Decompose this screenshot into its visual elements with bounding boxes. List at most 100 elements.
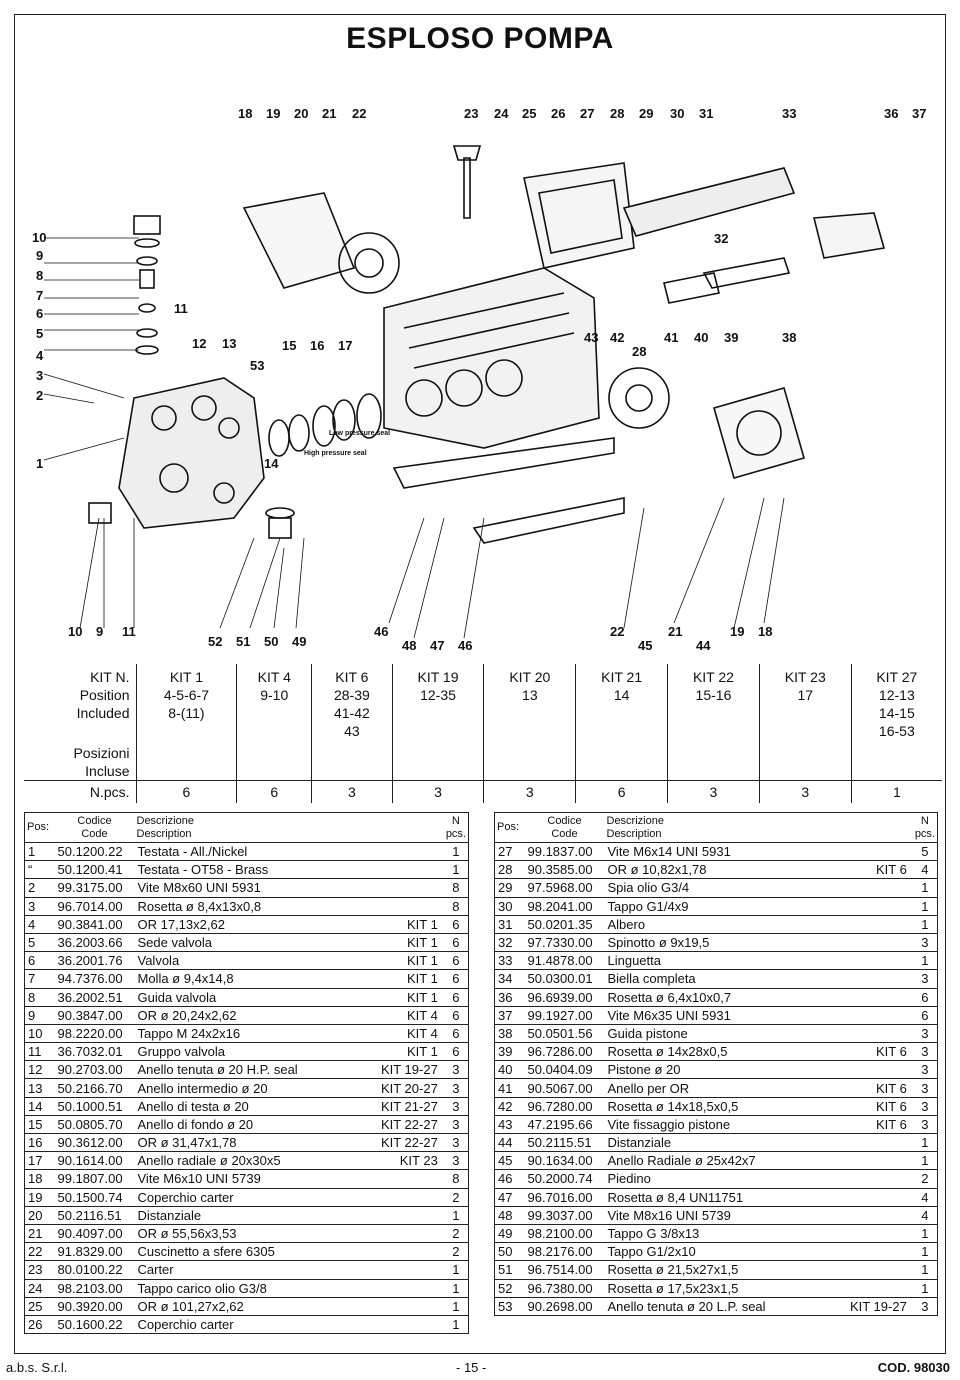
part-code: 50.1000.51 bbox=[54, 1097, 135, 1116]
part-qty: 1 bbox=[912, 1242, 938, 1262]
callout: 28 bbox=[632, 344, 646, 359]
callout: 7 bbox=[36, 288, 43, 303]
crankcase-drawing bbox=[383, 267, 600, 449]
callout: 37 bbox=[912, 106, 926, 121]
part-kit: KIT 21-27 bbox=[356, 1097, 444, 1116]
part-description: Anello di fondo ø 20 bbox=[134, 1115, 357, 1135]
kit-pcs: 3 bbox=[483, 780, 576, 803]
part-code: 97.5968.00 bbox=[524, 878, 605, 898]
kit-header-line: Incluse bbox=[85, 763, 130, 779]
part-pos: 18 bbox=[24, 1169, 55, 1189]
col-pcs: pcs. bbox=[914, 827, 935, 840]
part-code: 50.0300.01 bbox=[524, 969, 605, 989]
col-pcs: pcs. bbox=[445, 827, 466, 840]
col-code: Code bbox=[81, 827, 108, 840]
part-code: 90.3585.00 bbox=[524, 860, 605, 880]
kit-positions: 28-39 bbox=[333, 687, 370, 703]
callout: 36 bbox=[884, 106, 898, 121]
callout: 12 bbox=[192, 336, 206, 351]
rear-flange-drawing bbox=[242, 192, 356, 289]
part-code: 96.6939.00 bbox=[524, 988, 605, 1007]
part-code: 50.1600.22 bbox=[54, 1315, 135, 1335]
part-kit bbox=[824, 1169, 913, 1189]
part-description: Testata - OT58 - Brass bbox=[134, 860, 357, 880]
part-kit bbox=[824, 988, 913, 1007]
callout: 48 bbox=[402, 638, 416, 653]
kit-name: KIT 27 bbox=[876, 669, 918, 685]
part-kit: KIT 22-27 bbox=[356, 1115, 444, 1135]
part-pos: 7 bbox=[24, 969, 55, 989]
part-code: 50.2116.51 bbox=[54, 1206, 135, 1225]
part-code: 98.2103.00 bbox=[54, 1279, 135, 1298]
part-code: 50.2000.74 bbox=[524, 1169, 605, 1189]
callout: 18 bbox=[238, 106, 252, 121]
callout: 30 bbox=[670, 106, 684, 121]
part-code: 50.1200.41 bbox=[54, 860, 135, 880]
part-code: 96.7380.00 bbox=[524, 1279, 605, 1298]
callout: 11 bbox=[174, 301, 188, 316]
kit-column: KIT 20 13 bbox=[483, 664, 576, 781]
callout: 13 bbox=[222, 336, 236, 351]
part-qty: 1 bbox=[443, 1297, 469, 1316]
part-code: 98.2100.00 bbox=[524, 1224, 605, 1244]
part-kit bbox=[824, 1060, 913, 1080]
part-kit bbox=[356, 897, 444, 916]
part-description: Rosetta ø 17,5x23x1,5 bbox=[604, 1279, 825, 1298]
part-kit bbox=[824, 1224, 913, 1244]
part-pos: 53 bbox=[494, 1297, 525, 1316]
part-description: OR ø 20,24x2,62 bbox=[134, 1006, 357, 1025]
callout: 22 bbox=[610, 624, 624, 639]
part-description: OR ø 31,47x1,78 bbox=[134, 1133, 357, 1153]
kit-header-line: KIT N. bbox=[90, 669, 130, 685]
callouts-mid: 11 12 13 53 15 16 17 14 32 43 42 41 40 3… bbox=[174, 231, 796, 471]
part-kit bbox=[824, 1242, 913, 1262]
part-description: Biella completa bbox=[604, 969, 825, 989]
part-pos: 8 bbox=[24, 988, 55, 1007]
footer-doc-code: COD. 98030 bbox=[877, 1360, 950, 1375]
part-description: Anello di testa ø 20 bbox=[134, 1097, 357, 1116]
part-code: 97.7330.00 bbox=[524, 933, 605, 953]
part-code: 99.1807.00 bbox=[54, 1169, 135, 1189]
kit-column: KIT 23 17 bbox=[758, 664, 852, 781]
callout: 20 bbox=[294, 106, 308, 121]
part-description: Rosetta ø 8,4 UN11751 bbox=[604, 1188, 825, 1207]
kit-header-cell: KIT N. Position Included Posizioni Inclu… bbox=[24, 664, 136, 781]
bearing-drawing bbox=[338, 232, 400, 294]
bearing-right-drawing bbox=[608, 367, 670, 429]
part-description: Distanziale bbox=[604, 1133, 825, 1153]
part-description: Coperchio carter bbox=[134, 1315, 357, 1335]
part-kit bbox=[356, 1260, 444, 1280]
part-pos: 32 bbox=[494, 933, 525, 953]
exploded-diagram: Low pressure seal High pressure seal 18 … bbox=[32, 106, 926, 653]
part-pos: 12 bbox=[24, 1060, 55, 1080]
kit-positions: 12-35 bbox=[420, 687, 456, 703]
kit-pcs: 1 bbox=[850, 780, 942, 803]
callout: 44 bbox=[696, 638, 711, 653]
part-kit bbox=[356, 1224, 444, 1244]
callout: 31 bbox=[699, 106, 713, 121]
part-qty: 6 bbox=[443, 915, 469, 934]
part-kit: KIT 1 bbox=[356, 933, 444, 953]
kit-name: KIT 21 bbox=[601, 669, 643, 685]
part-pos: 24 bbox=[24, 1279, 55, 1298]
part-kit: KIT 1 bbox=[356, 1042, 444, 1062]
part-description: Cuscinetto a sfere 6305 bbox=[134, 1242, 357, 1262]
part-description: Sede valvola bbox=[134, 933, 357, 953]
part-pos: 16 bbox=[24, 1133, 55, 1153]
callout: 25 bbox=[522, 106, 536, 121]
part-kit: KIT 19-27 bbox=[356, 1060, 444, 1080]
kit-name: KIT 22 bbox=[692, 669, 734, 685]
part-code: 99.1837.00 bbox=[524, 842, 605, 862]
